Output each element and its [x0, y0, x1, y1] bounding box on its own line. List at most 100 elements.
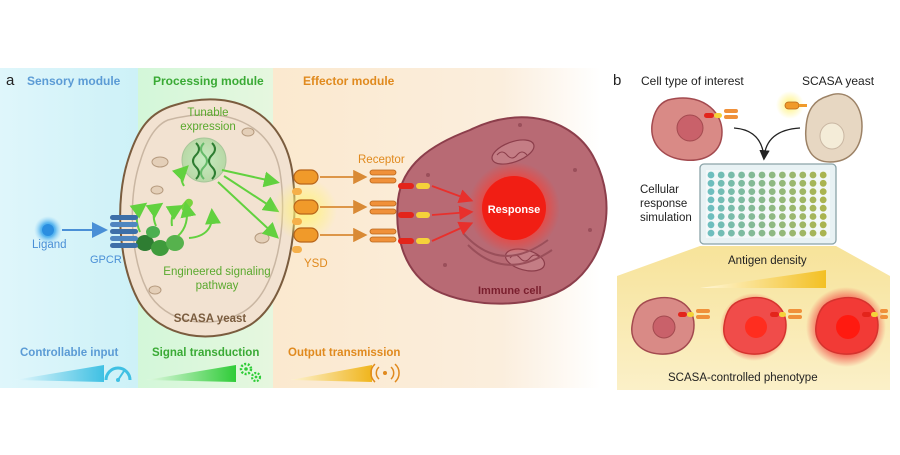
cell-type-label: Cell type of interest	[641, 74, 744, 88]
well	[758, 204, 766, 212]
scasa-yeast-cell	[119, 98, 296, 338]
well-grid	[707, 171, 827, 237]
well	[707, 188, 715, 196]
well	[809, 171, 817, 179]
well	[748, 179, 756, 187]
well	[799, 221, 807, 229]
tunable-label-2: expression	[180, 121, 236, 133]
well	[799, 229, 807, 237]
well	[707, 213, 715, 220]
yeast-cell-icon	[784, 93, 863, 163]
simulation-label-3: simulation	[640, 212, 692, 224]
well	[768, 221, 776, 229]
phenotype-cell-low	[631, 296, 710, 355]
well	[789, 221, 796, 229]
well	[789, 229, 796, 237]
well	[819, 229, 827, 237]
well	[779, 221, 786, 229]
controllable-input-label: Controllable input	[20, 347, 119, 359]
antigen-density-label: Antigen density	[728, 255, 807, 267]
gpcr-label: GPCR	[90, 254, 122, 266]
well	[799, 213, 807, 220]
well	[779, 229, 786, 237]
well	[799, 179, 807, 187]
receptor-label: Receptor	[358, 154, 405, 166]
pathway-arrows	[129, 165, 280, 239]
well	[707, 221, 715, 229]
well	[758, 196, 766, 204]
well	[768, 179, 776, 187]
well	[728, 196, 735, 204]
well	[707, 171, 715, 179]
well	[809, 229, 817, 237]
tunable-label-1: Tunable	[187, 107, 228, 119]
well	[779, 213, 786, 220]
well	[748, 196, 756, 204]
well	[768, 188, 776, 196]
well	[819, 171, 827, 179]
well	[768, 213, 776, 220]
well	[789, 188, 796, 196]
well	[748, 229, 756, 237]
well	[819, 204, 827, 212]
phenotype-label: SCASA-controlled phenotype	[668, 372, 818, 384]
effector-arrows	[320, 169, 474, 243]
well	[738, 171, 745, 179]
well	[738, 188, 745, 196]
well	[799, 196, 807, 204]
well	[779, 204, 786, 212]
well	[707, 179, 715, 187]
well	[809, 179, 817, 187]
well	[758, 221, 766, 229]
well	[809, 196, 817, 204]
well	[728, 179, 735, 187]
merge-arrow-left	[733, 127, 765, 159]
ysd-label: YSD	[304, 258, 328, 270]
well	[758, 213, 766, 220]
well	[758, 188, 766, 196]
well	[707, 229, 715, 237]
well	[738, 204, 745, 212]
well	[707, 196, 715, 204]
well	[768, 171, 776, 179]
immune-cell	[396, 116, 608, 305]
target-cell-icon	[651, 97, 738, 161]
merge-arrow-right	[759, 127, 801, 161]
ligand-label: Ligand	[32, 239, 67, 251]
well	[728, 229, 735, 237]
ysd-constructs	[292, 169, 319, 253]
well	[799, 171, 807, 179]
antigen-wedge	[700, 270, 826, 288]
well	[738, 221, 745, 229]
well	[748, 188, 756, 196]
well	[748, 171, 756, 179]
well	[779, 171, 786, 179]
phenotype-cell-high	[806, 287, 888, 367]
well	[717, 221, 725, 229]
well	[728, 188, 735, 196]
receptor-constructs	[369, 169, 430, 244]
well	[809, 213, 817, 220]
well	[717, 179, 725, 187]
pathway-label-1: Engineered signaling	[163, 266, 270, 278]
well	[809, 221, 817, 229]
output-wedge	[290, 365, 372, 382]
well	[779, 179, 786, 187]
well	[717, 204, 725, 212]
pathway-label-2: pathway	[196, 280, 239, 292]
gpcr-icon	[110, 215, 138, 248]
simulation-label-1: Cellular	[640, 184, 679, 196]
well	[789, 171, 796, 179]
well	[789, 213, 796, 220]
gauge-icon	[104, 366, 132, 382]
well	[707, 204, 715, 212]
input-wedge	[14, 365, 104, 382]
well	[728, 221, 735, 229]
sensory-module-title: Sensory module	[27, 74, 121, 88]
well	[799, 204, 807, 212]
effector-module-title: Effector module	[303, 74, 395, 88]
well	[758, 179, 766, 187]
well	[728, 171, 735, 179]
transduction-wedge	[146, 365, 236, 382]
